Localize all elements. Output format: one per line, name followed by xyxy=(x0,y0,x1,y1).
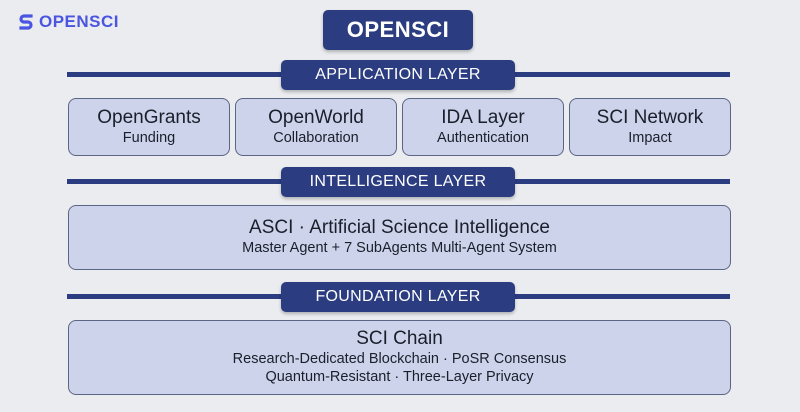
asci-sub: Master Agent + 7 SubAgents Multi-Agent S… xyxy=(242,240,557,256)
module-name: OpenWorld xyxy=(268,106,364,128)
module-sub: Authentication xyxy=(437,129,529,146)
module-name: SCI Network xyxy=(596,106,704,128)
intelligence-layer-label: INTELLIGENCE LAYER xyxy=(281,167,515,197)
module-name: IDA Layer xyxy=(441,106,525,128)
module-sub: Collaboration xyxy=(273,129,359,146)
module-card-opengrants: OpenGrants Funding xyxy=(68,98,230,156)
module-sub: Impact xyxy=(628,129,672,146)
application-layer-label: APPLICATION LAYER xyxy=(281,60,515,90)
logo-s-icon xyxy=(18,13,34,31)
brand-logo[interactable]: OPENSCI xyxy=(18,12,119,32)
sci-chain-name: SCI Chain xyxy=(356,327,443,349)
sci-chain-sub-2: Quantum-Resistant · Three-Layer Privacy xyxy=(265,369,534,386)
module-name: OpenGrants xyxy=(97,106,201,128)
sci-chain-sub-1: Research-Dedicated Blockchain · PoSR Con… xyxy=(232,350,567,367)
asci-name: ASCI · Artificial Science Intelligence xyxy=(249,217,550,239)
brand-name: OPENSCI xyxy=(39,12,120,31)
diagram-title: OPENSCI xyxy=(323,10,473,50)
module-card-openworld: OpenWorld Collaboration xyxy=(235,98,397,156)
module-card-sci-network: SCI Network Impact xyxy=(569,98,731,156)
module-sub: Funding xyxy=(122,129,176,146)
asci-card: ASCI · Artificial Science Intelligence M… xyxy=(68,205,731,270)
module-card-ida-layer: IDA Layer Authentication xyxy=(402,98,564,156)
sci-chain-card: SCI Chain Research-Dedicated Blockchain … xyxy=(68,320,731,395)
foundation-layer-label: FOUNDATION LAYER xyxy=(281,282,515,312)
